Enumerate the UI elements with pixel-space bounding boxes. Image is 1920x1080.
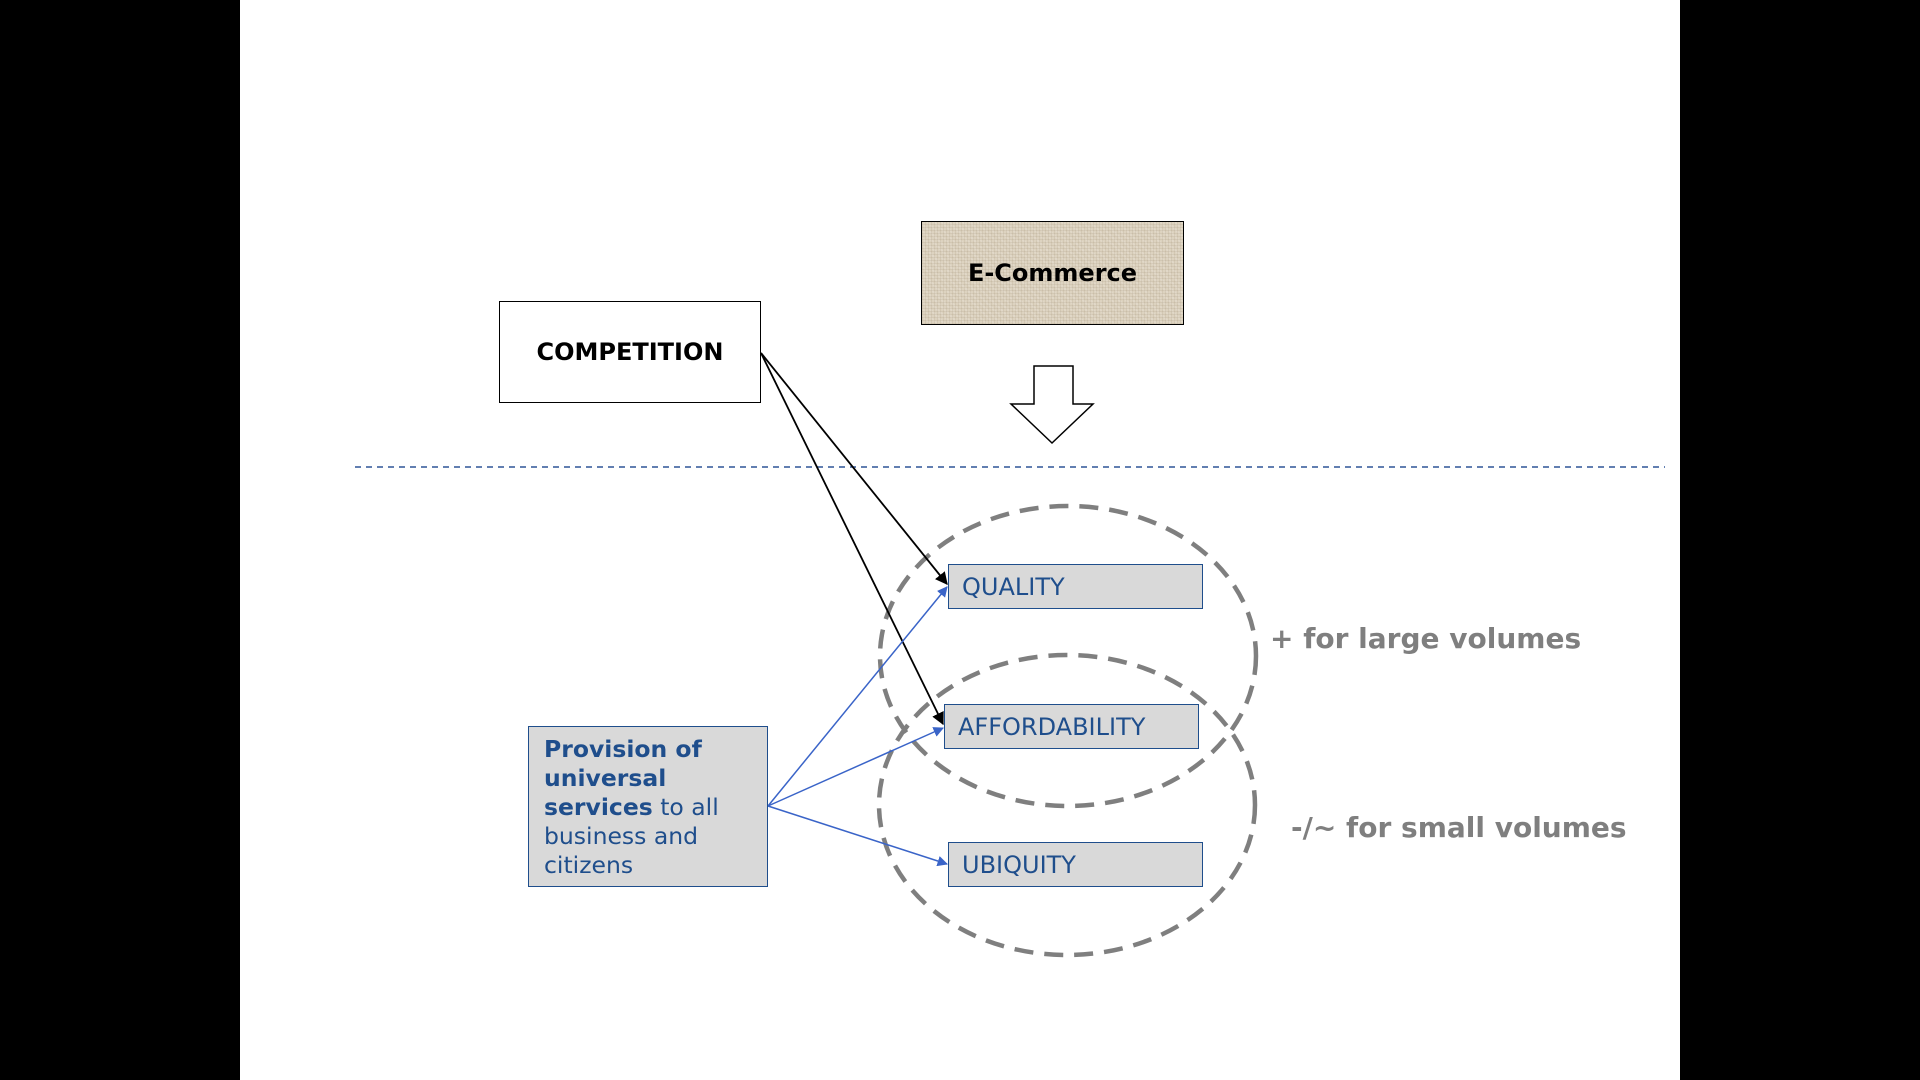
upper-dashed-ellipse [877,503,1259,809]
down-block-arrow [1009,365,1095,445]
arrow-competition-to-affordability [760,352,944,726]
large-volumes-label: + for large volumes [1270,622,1582,655]
provision-text: Provision of universal services to all b… [544,735,757,880]
provision-normal-text: to all business and citizens [544,793,719,879]
affordability-label: AFFORDABILITY [958,712,1146,741]
provision-box: Provision of universal services to all b… [528,726,768,887]
slide: COMPETITION E-Commerce QUALITY AFFORDABI… [240,0,1680,1080]
ubiquity-label: UBIQUITY [962,850,1076,879]
competition-box: COMPETITION [499,301,761,403]
ecommerce-label: E-Commerce [967,259,1138,287]
arrow-provision-to-affordability [767,727,944,807]
arrow-provision-to-quality [767,586,948,807]
provision-bold-text: Provision of universal services [544,735,702,821]
small-volumes-label: -/~ for small volumes [1291,811,1627,844]
arrow-provision-to-ubiquity [767,805,948,867]
quality-box: QUALITY [948,564,1203,609]
affordability-box: AFFORDABILITY [944,704,1199,749]
ecommerce-box: E-Commerce [921,221,1184,325]
lower-dashed-ellipse [876,652,1258,958]
quality-label: QUALITY [962,572,1065,601]
arrow-competition-to-quality [760,352,948,585]
ubiquity-box: UBIQUITY [948,842,1203,887]
competition-label: COMPETITION [536,338,724,366]
connector-layer [355,352,1665,958]
